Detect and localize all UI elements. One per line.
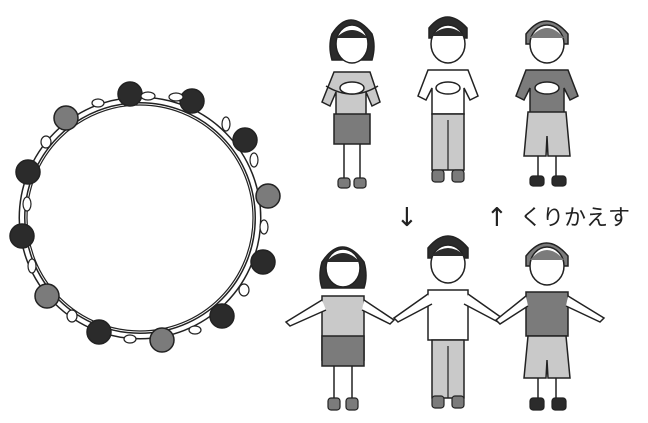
child-head <box>118 82 142 106</box>
child-head <box>150 328 174 352</box>
up-arrow-icon: ↑ <box>486 203 508 233</box>
child-head <box>180 89 204 113</box>
child-head <box>16 160 40 184</box>
child-head <box>210 304 234 328</box>
boy-figure-bottom <box>394 236 502 408</box>
child-head <box>233 128 257 152</box>
child-figure-top-right <box>516 21 578 186</box>
boy-figure-top <box>418 17 478 182</box>
girl-figure-top <box>322 20 380 188</box>
child-head <box>54 106 78 130</box>
child-head <box>10 224 34 248</box>
child-head <box>256 184 280 208</box>
circle-of-children <box>10 82 280 352</box>
child-head <box>35 284 59 308</box>
row-hands-together <box>322 17 578 188</box>
child-figure-bottom-right <box>496 243 604 410</box>
repeat-caption: くりかえす <box>520 200 630 232</box>
row-holding-hands <box>286 236 604 410</box>
child-head <box>87 320 111 344</box>
down-arrow-icon: ↓ <box>396 203 418 233</box>
girl-figure-bottom <box>286 247 394 410</box>
child-head <box>251 250 275 274</box>
